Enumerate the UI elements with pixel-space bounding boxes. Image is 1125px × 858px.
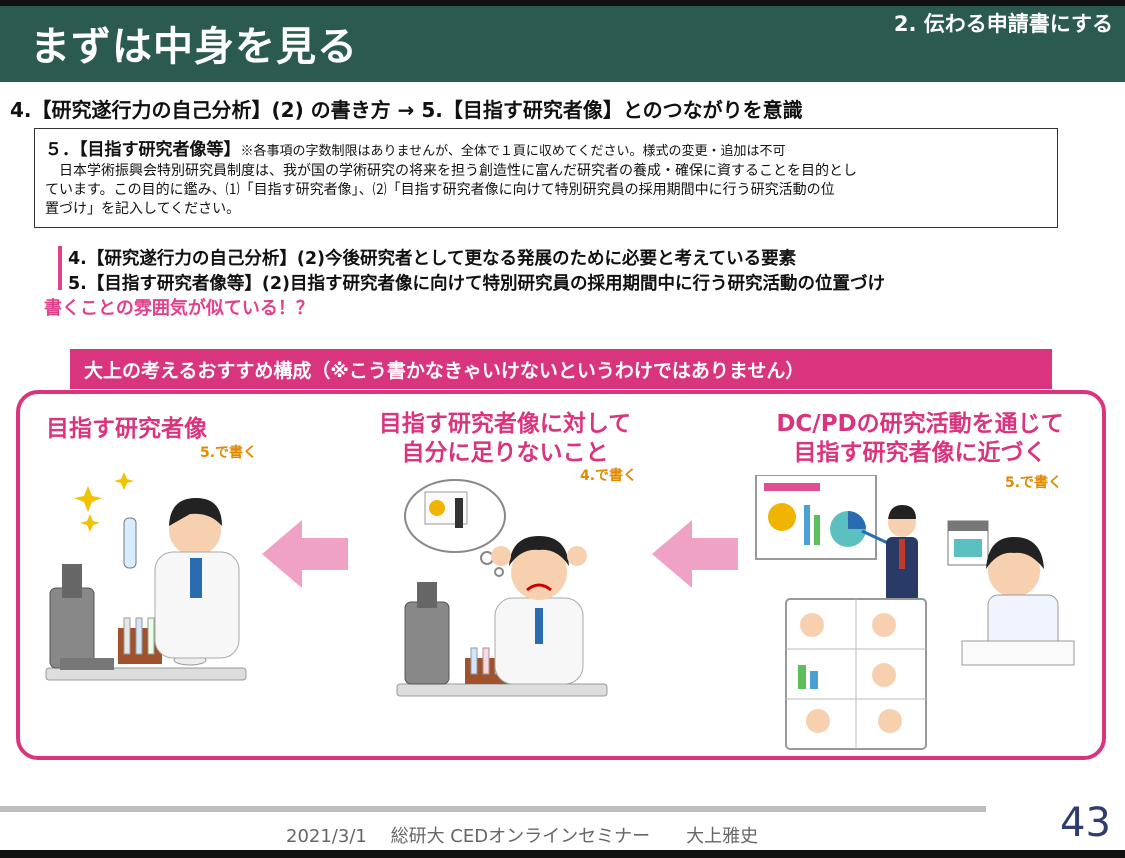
note-body-line: 置づけ」を記入してください。 [45, 201, 241, 217]
recommendation-panel [16, 390, 1106, 760]
form-note-box: ５．【目指す研究者像等】※各事項の字数制限はありませんが、全体で１頁に収めてくだ… [34, 128, 1058, 228]
note-body-line: 日本学術振興会特別研究員制度は、我が国の学術研究の将来を担う創造性に富んだ研究者… [45, 163, 857, 179]
page-number: 43 [1060, 800, 1111, 846]
note-body-line: ています。この目的に鑑み、⑴「目指す研究者像」、⑵「目指す研究者像に向けて特別研… [45, 182, 835, 198]
col1-note: 5.で書く [200, 445, 258, 461]
col2-title: 目指す研究者像に対して 自分に足りないこと [360, 410, 650, 468]
left-arrow-icon [652, 520, 738, 588]
slide-title: まずは中身を見る [30, 24, 358, 70]
slide-header [0, 6, 1125, 82]
col3-note: 5.で書く [1005, 475, 1063, 491]
top-edge-bar [0, 0, 1125, 6]
presentation-and-online-meeting-icon [755, 475, 1075, 750]
col2-note: 4.で書く [580, 468, 638, 484]
note-body: 日本学術振興会特別研究員制度は、我が国の学術研究の将来を担う創造性に富んだ研究者… [45, 162, 1047, 219]
similarity-remark: 書くことの雰囲気が似ている！？ [44, 298, 314, 319]
item-5-text: 5.【目指す研究者像等】(2)目指す研究者像に向けて特別研究員の採用期間中に行う… [68, 274, 885, 294]
recommendation-banner [70, 349, 1052, 389]
bottom-edge-bar [0, 850, 1125, 858]
col1-title: 目指す研究者像 [46, 416, 207, 442]
recommendation-banner-text: 大上の考えるおすすめ構成（※こう書かなきゃいけないというわけではありません） [84, 360, 805, 382]
section-label: 2. 伝わる申請書にする [893, 12, 1113, 36]
col2-title-line1: 目指す研究者像に対して [378, 411, 632, 437]
col3-title-line1: DC/PDの研究活動を通じて [776, 411, 1064, 437]
slide-subtitle: 4.【研究遂行力の自己分析】(2) の書き方 → 5.【目指す研究者像】とのつな… [10, 98, 803, 122]
col2-title-line2: 自分に足りないこと [401, 440, 609, 466]
footer-text: 2021/3/1 総研大 CEDオンラインセミナー 大上雅史 [286, 826, 759, 847]
note-heading-remark: ※各事項の字数制限はありませんが、全体で１頁に収めてください。様式の変更・追加は… [240, 144, 786, 159]
note-heading-line: ５．【目指す研究者像等】※各事項の字数制限はありませんが、全体で１頁に収めてくだ… [45, 135, 1047, 160]
left-arrow-icon [262, 520, 348, 588]
col3-title-line2: 目指す研究者像に近づく [793, 440, 1047, 466]
scientist-with-test-tube-icon [45, 472, 247, 681]
worried-researcher-icon [396, 479, 608, 697]
footer-divider [0, 806, 986, 812]
col3-title: DC/PDの研究活動を通じて 目指す研究者像に近づく [750, 410, 1090, 468]
note-heading: ５．【目指す研究者像等】 [45, 140, 241, 160]
item-4-text: 4.【研究遂行力の自己分析】(2)今後研究者として更なる発展のために必要と考えて… [68, 249, 797, 269]
highlight-bar [58, 246, 62, 290]
